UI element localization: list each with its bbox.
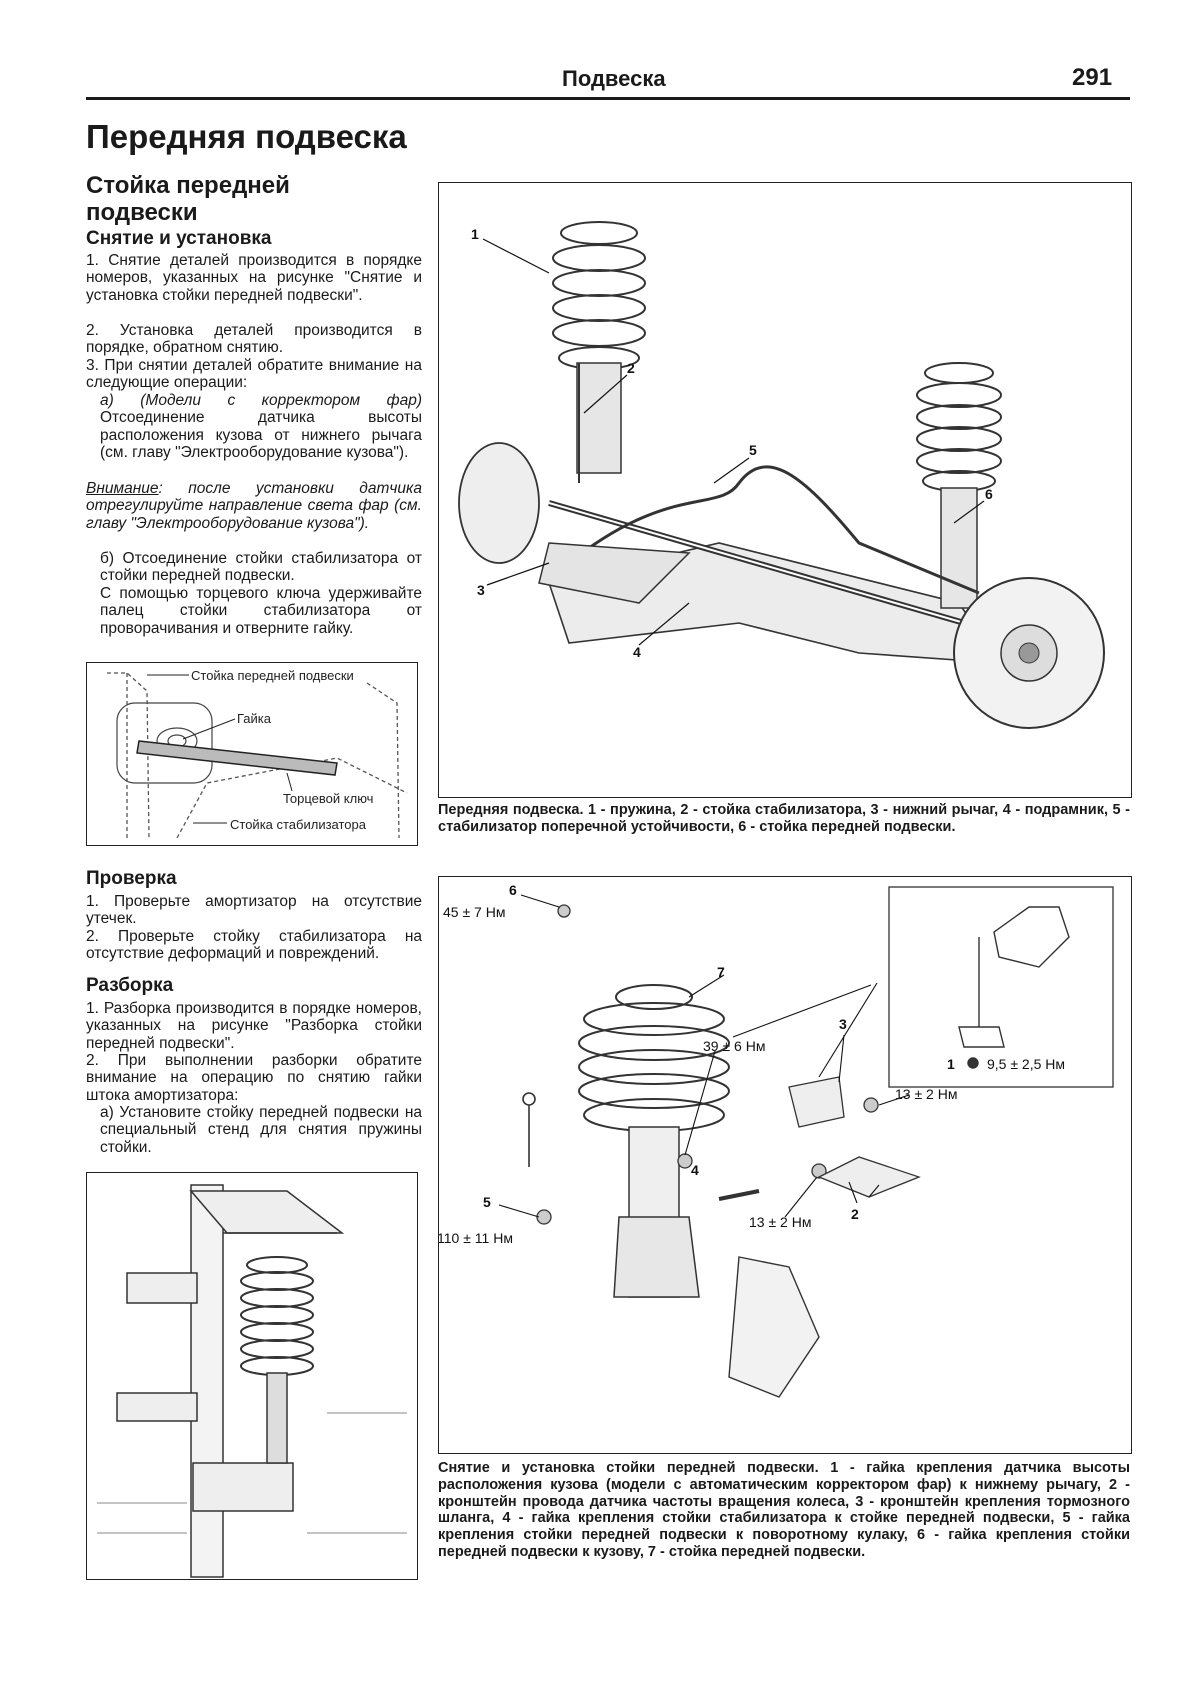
label-strut: Стойка передней подвески	[191, 668, 354, 683]
torque-4: 39 ± 6 Нм	[703, 1038, 765, 1054]
lower-arm-icon	[538, 542, 691, 604]
stabilizer-link-icon	[522, 1092, 536, 1167]
torque-1: 9,5 ± 2,5 Нм	[987, 1056, 1065, 1072]
wrench-illustration	[107, 672, 408, 839]
strut-heading: Стойка передней подвески	[86, 172, 290, 226]
fig1-callout-6: 6	[985, 486, 993, 502]
nut-5-icon	[536, 1209, 552, 1225]
section-title: Подвеска	[562, 66, 666, 91]
wrench-icon	[136, 740, 338, 776]
stabilizer-bar-icon	[568, 465, 980, 595]
warning-label: Внимание	[86, 480, 159, 497]
label-wrench: Торцевой ключ	[283, 791, 373, 806]
left-hub-icon	[458, 442, 540, 564]
label-nut: Гайка	[237, 711, 272, 726]
strut-bracket-icon	[613, 1216, 700, 1298]
fig2-callout-5: 5	[483, 1194, 491, 1210]
fig2-callout-1: 1	[947, 1056, 955, 1072]
removal-step-3a: а) (Модели с корректором фар) Отсоединен…	[100, 392, 422, 462]
fig2-callout-2: 2	[851, 1206, 859, 1222]
sensor-bracket-icon	[817, 1156, 921, 1198]
fig2-callout-4: 4	[691, 1162, 699, 1178]
disassembly-heading: Разборка	[86, 975, 174, 996]
removal-step-3b-note: С помощью торцевого ключа удерживайте па…	[100, 585, 422, 637]
height-sensor-icon	[958, 906, 1070, 1069]
removal-heading: Снятие и установка	[86, 228, 272, 249]
removal-step-3b: б) Отсоединение стойки стабилизатора от …	[100, 550, 422, 585]
right-spring-icon	[916, 362, 1002, 492]
spring-compressor-illustration	[97, 1184, 407, 1578]
torque-2: 13 ± 2 Нм	[749, 1214, 811, 1230]
warning-text: : после установки датчика отрегулируйте …	[86, 480, 422, 532]
height-sensor-inset	[888, 886, 1114, 1088]
bolt-icon	[718, 1189, 760, 1201]
header-rule	[86, 97, 1130, 100]
fig2-callout-3: 3	[839, 1016, 847, 1032]
torque-5: 110 ± 11 Нм	[439, 1230, 513, 1246]
fig2-callout-6: 6	[509, 882, 517, 898]
step-3a-italic: а) (Модели с корректором фар)	[100, 392, 422, 409]
check-step-2: 2. Проверьте стойку стабилизатора на отс…	[86, 928, 422, 963]
steering-knuckle-icon	[728, 1256, 820, 1398]
wrench-inset-figure: Стойка передней подвески Гайка Торцевой …	[86, 662, 418, 846]
left-spring-icon	[552, 221, 646, 370]
disassembly-step-1: 1. Разборка производится в порядке номер…	[86, 1000, 422, 1052]
check-heading: Проверка	[86, 868, 177, 889]
warning-note: Внимание: после установки датчика отрегу…	[86, 480, 422, 532]
bracket-2-icon	[811, 1163, 827, 1179]
page-number: 291	[1072, 64, 1113, 91]
nut-4-icon	[677, 1153, 693, 1169]
nut-6-icon	[557, 904, 571, 918]
disassembly-step-2a: а) Установите стойку передней подвески н…	[100, 1104, 422, 1156]
fig1-callout-3: 3	[477, 582, 485, 598]
strut-removal-illustration: 6 45 ± 7 Нм 7 39 ± 6 Нм 4 3 13 ± 2 Нм 5 …	[439, 882, 1114, 1398]
removal-step-2: 2. Установка деталей производится в поря…	[86, 322, 422, 357]
shock-absorber-icon	[266, 1372, 288, 1464]
coil-spring-icon	[240, 1256, 314, 1376]
fig1-callout-2: 2	[627, 360, 635, 376]
fig1-callout-4: 4	[633, 644, 641, 660]
disassembly-step-2: 2. При выполнении разборки обратите вним…	[86, 1052, 422, 1104]
front-suspension-illustration: 1 2 3 4 5 6	[458, 221, 1105, 729]
fig1-callout-5: 5	[749, 442, 757, 458]
front-suspension-figure: 1 2 3 4 5 6	[438, 182, 1132, 798]
torque-6: 45 ± 7 Нм	[443, 904, 505, 920]
check-step-1: 1. Проверьте амортизатор на отсутствие у…	[86, 893, 422, 928]
fig1-callout-1: 1	[471, 226, 479, 242]
fig2-callout-7: 7	[717, 964, 725, 980]
label-stabilizer: Стойка стабилизатора	[230, 817, 367, 832]
spring-compressor-figure	[86, 1172, 418, 1580]
nut-3-icon	[863, 1097, 879, 1113]
hose-bracket-icon	[788, 1076, 845, 1128]
removal-step-3: 3. При снятии деталей обратите внимание …	[86, 357, 422, 392]
torque-3: 13 ± 2 Нм	[895, 1086, 957, 1102]
removal-step-1: 1. Снятие деталей производится в порядке…	[86, 252, 422, 304]
figure1-caption: Передняя подвеска. 1 - пружина, 2 - стой…	[438, 802, 1130, 835]
page-title: Передняя подвеска	[86, 118, 407, 155]
strut-removal-figure: 6 45 ± 7 Нм 7 39 ± 6 Нм 4 3 13 ± 2 Нм 5 …	[438, 876, 1132, 1454]
step-3a-text: Отсоединение датчика высоты расположения…	[100, 409, 422, 462]
figure2-caption: Снятие и установка стойки передней подве…	[438, 1460, 1130, 1560]
strut-spring-icon	[578, 984, 730, 1132]
